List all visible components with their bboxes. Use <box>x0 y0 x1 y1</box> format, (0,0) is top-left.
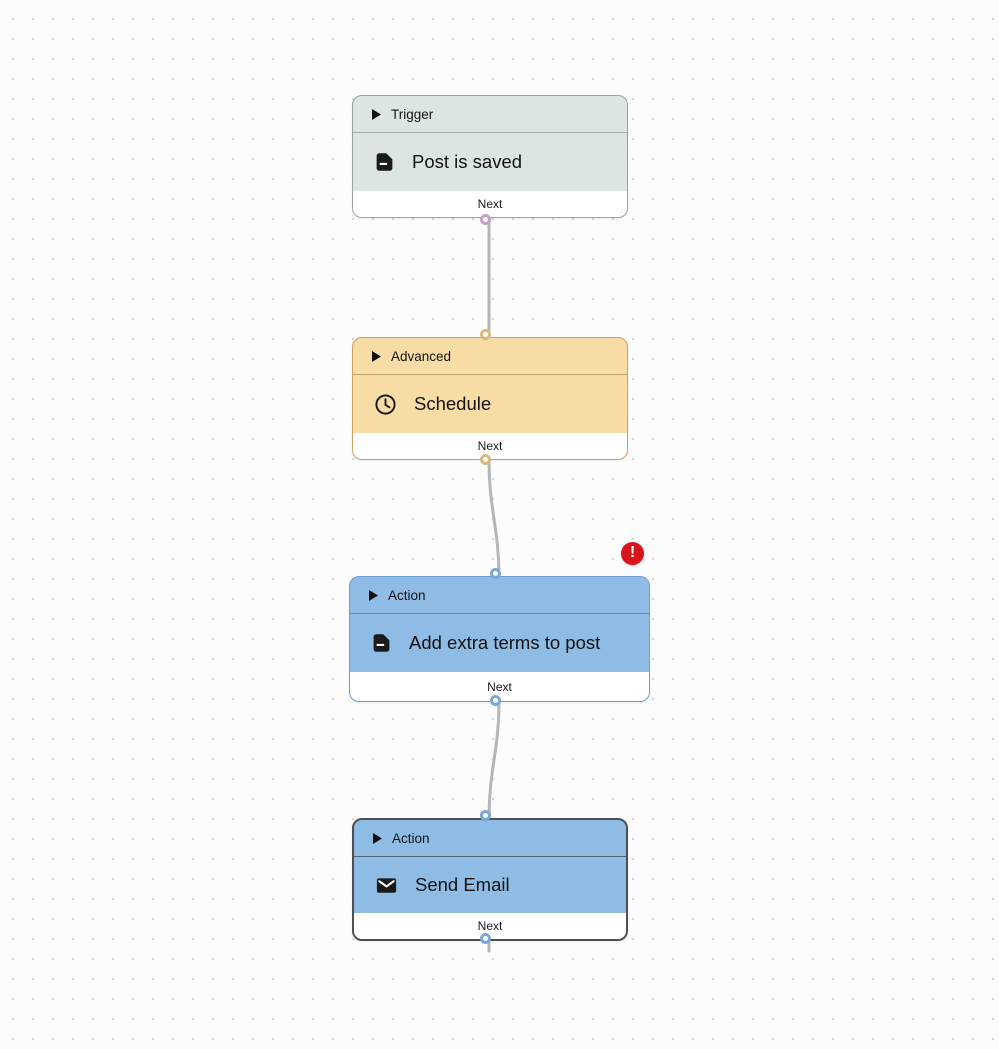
node-category-label: Advanced <box>391 348 452 364</box>
node-output-label: Next <box>353 191 627 217</box>
node-category-label: Action <box>392 830 430 846</box>
error-badge-icon[interactable]: ! <box>621 542 644 565</box>
node-header: Action <box>354 820 626 857</box>
node-title: Schedule <box>414 393 492 414</box>
node-body[interactable]: Schedule <box>353 375 627 433</box>
node-body[interactable]: Send Email <box>354 857 626 913</box>
clock-icon <box>374 393 397 416</box>
expand-triangle-icon[interactable] <box>372 350 381 362</box>
node-header: Advanced <box>353 338 627 375</box>
node-advanced-schedule[interactable]: Advanced Schedule Next <box>352 337 628 460</box>
node-action-add-extra-terms[interactable]: Action Add extra terms to post Next <box>349 576 650 702</box>
node-title: Send Email <box>415 874 510 895</box>
node-body[interactable]: Add extra terms to post <box>350 614 649 672</box>
node-title: Add extra terms to post <box>409 632 601 653</box>
wire-advanced-to-action[interactable] <box>487 460 501 578</box>
expand-triangle-icon[interactable] <box>372 108 381 120</box>
port-advanced-next-output[interactable] <box>480 454 491 465</box>
wire-action-to-send-email[interactable] <box>487 701 501 820</box>
mail-icon <box>375 874 398 897</box>
node-header: Action <box>350 577 649 614</box>
expand-triangle-icon[interactable] <box>373 832 382 844</box>
port-trigger-next-output[interactable] <box>480 214 491 225</box>
expand-triangle-icon[interactable] <box>369 589 378 601</box>
port-action-add-terms-input[interactable] <box>490 568 501 579</box>
node-action-send-email[interactable]: Action Send Email Next <box>352 818 628 941</box>
port-advanced-input[interactable] <box>480 329 491 340</box>
node-header: Trigger <box>353 96 627 133</box>
port-action-add-terms-next-output[interactable] <box>490 695 501 706</box>
node-title: Post is saved <box>412 151 523 172</box>
node-category-label: Action <box>388 587 426 603</box>
node-trigger-post-is-saved[interactable]: Trigger Post is saved Next <box>352 95 628 218</box>
node-body[interactable]: Post is saved <box>353 133 627 191</box>
port-send-email-next-output[interactable] <box>480 933 491 944</box>
port-send-email-input[interactable] <box>480 810 491 821</box>
node-output-label: Next <box>353 433 627 459</box>
document-icon <box>374 151 395 173</box>
document-icon <box>371 632 392 654</box>
node-category-label: Trigger <box>391 106 434 122</box>
